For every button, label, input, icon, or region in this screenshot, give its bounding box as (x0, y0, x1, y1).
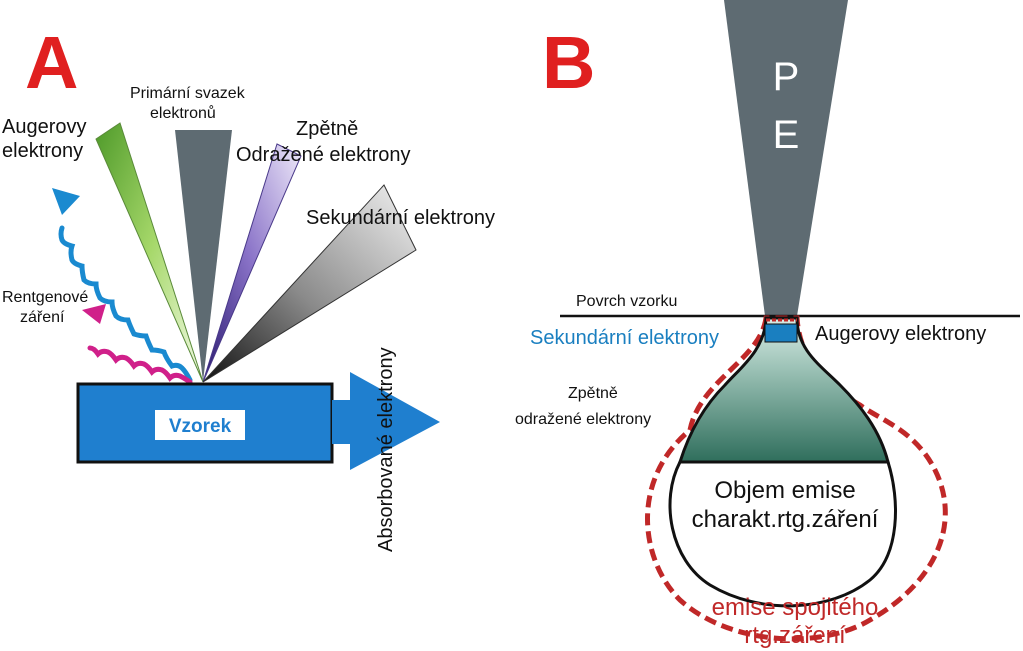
xray-wave-pink (87, 345, 193, 385)
continuum-emission-volume (645, 315, 948, 642)
backscatter-electron-cone (202, 143, 302, 383)
primary-beam-label-1: Primární svazek (130, 85, 246, 102)
secondary-electron-zone (764, 323, 798, 343)
panel-b-letter: B (542, 21, 595, 104)
surface-label: Povrch vzorku (576, 293, 677, 310)
auger-label-b: Augerovy elektrony (815, 323, 986, 345)
panel-a-letter: A (25, 21, 78, 104)
secondary-label-a: Sekundární elektrony (306, 207, 495, 229)
backscatter-label-1: Zpětně (296, 118, 358, 140)
continuum-label-1: emise spojitého (712, 594, 879, 621)
xray-wave-blue (58, 225, 193, 383)
pe-beam-label-p: P (773, 55, 800, 99)
pe-beam (724, 0, 848, 316)
secondary-label-b: Sekundární elektrony (530, 327, 719, 349)
xray-wave-blue-arrowhead (52, 188, 80, 215)
primary-beam-cone (175, 130, 232, 382)
xray-label-1: Rentgenové (2, 289, 88, 306)
xray-label-2: záření (20, 309, 65, 326)
continuum-label-2: rtg.záření (744, 622, 846, 649)
auger-electron-cone (95, 122, 204, 383)
interaction-volume (677, 316, 890, 464)
auger-label-1: Augerovy (2, 116, 87, 138)
sample-label-box (155, 410, 245, 440)
backscatter-label-b-1: Zpětně (568, 385, 618, 402)
backscatter-label-2: Odražené elektrony (236, 144, 411, 166)
absorbed-electron-arrow (332, 372, 440, 470)
secondary-electron-cone (202, 184, 417, 383)
auger-label-2: elektrony (2, 140, 83, 162)
absorbed-label: Absorbované elektrony (375, 347, 397, 552)
pe-beam-label-e: E (773, 113, 800, 157)
backscatter-label-b-2: odražené elektrony (515, 411, 651, 428)
sample-label: Vzorek (169, 416, 232, 437)
characteristic-xray-volume (668, 460, 897, 608)
char-xray-label-1: Objem emise (714, 477, 855, 504)
primary-beam-label-2: elektronů (150, 104, 216, 122)
char-xray-label-2: charakt.rtg.záření (692, 506, 879, 533)
xray-wave-pink-arrowhead (82, 304, 106, 324)
